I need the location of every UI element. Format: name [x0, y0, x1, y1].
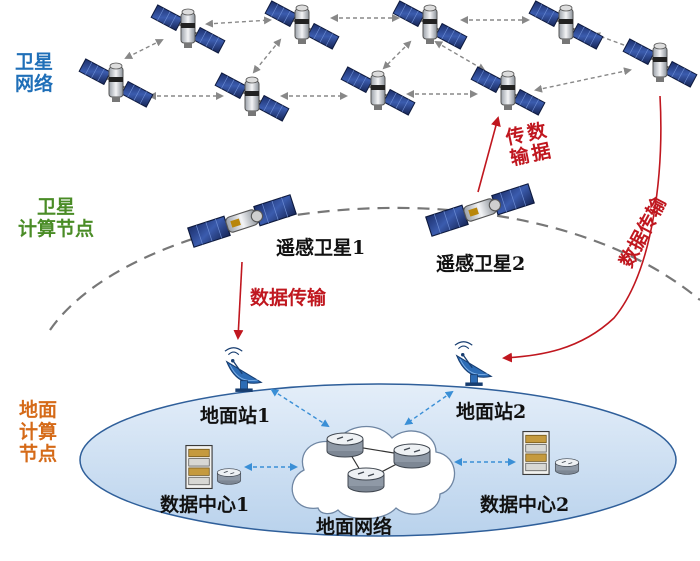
router-icon — [554, 458, 580, 475]
satellite-icon — [470, 66, 546, 116]
data-center-2-label: 数据中心2 — [480, 494, 570, 516]
satellite-icon — [214, 72, 290, 122]
satellite-icon — [340, 66, 416, 116]
satellite-compute-node-label: 卫星 计算节点 — [17, 196, 94, 240]
ground-station-1-label: 地面站1 — [200, 405, 271, 427]
satellite-network — [78, 0, 698, 122]
satellite-icon — [264, 0, 340, 50]
satellite-icon — [78, 58, 154, 108]
link-3-7 — [382, 40, 412, 70]
ground-network-label: 地面网络 — [316, 516, 393, 538]
link-1-5 — [124, 39, 164, 59]
link-station2-cloud — [404, 390, 454, 426]
link-8-9 — [534, 67, 632, 93]
satellite-dish-icon — [224, 347, 262, 393]
data-transfer-label-2: 数据 传输 — [500, 119, 553, 170]
link-1-2 — [205, 16, 272, 28]
router-icon — [326, 432, 364, 458]
router-icon — [216, 468, 242, 485]
link-3-8 — [434, 40, 486, 72]
router-icon — [347, 467, 385, 493]
satellite-icon — [528, 0, 604, 50]
router-icon — [393, 443, 431, 469]
data-center-1-label: 数据中心1 — [160, 494, 250, 516]
transfer-arrow-2 — [477, 116, 501, 193]
ground-links — [244, 388, 516, 471]
ground-station-2-label: 地面站2 — [456, 401, 527, 423]
data-transfer-arrows — [233, 95, 662, 363]
satellite-links — [124, 14, 634, 100]
remote-satellite-2-label: 遥感卫星2 — [436, 253, 526, 275]
transfer-arrow-1 — [233, 261, 244, 340]
ground-compute-node-label: 地面 计算 节点 — [18, 399, 57, 465]
link-2-6 — [252, 38, 282, 74]
server-rack-icon — [522, 430, 550, 476]
remote-satellite-1-label: 遥感卫星1 — [276, 237, 366, 259]
satellite-icon — [392, 0, 468, 50]
satellite-dish-icon — [454, 341, 492, 387]
satellite-icon — [150, 4, 226, 54]
ground-routers — [326, 432, 431, 493]
earth-horizon-arc — [49, 206, 700, 331]
satellite-icon — [622, 38, 698, 88]
transfer-arrow-3 — [502, 95, 662, 363]
server-rack-icon — [185, 444, 213, 490]
satellite-network-label: 卫星 网络 — [14, 51, 53, 95]
data-transfer-label-1: 数据传输 — [250, 287, 327, 309]
